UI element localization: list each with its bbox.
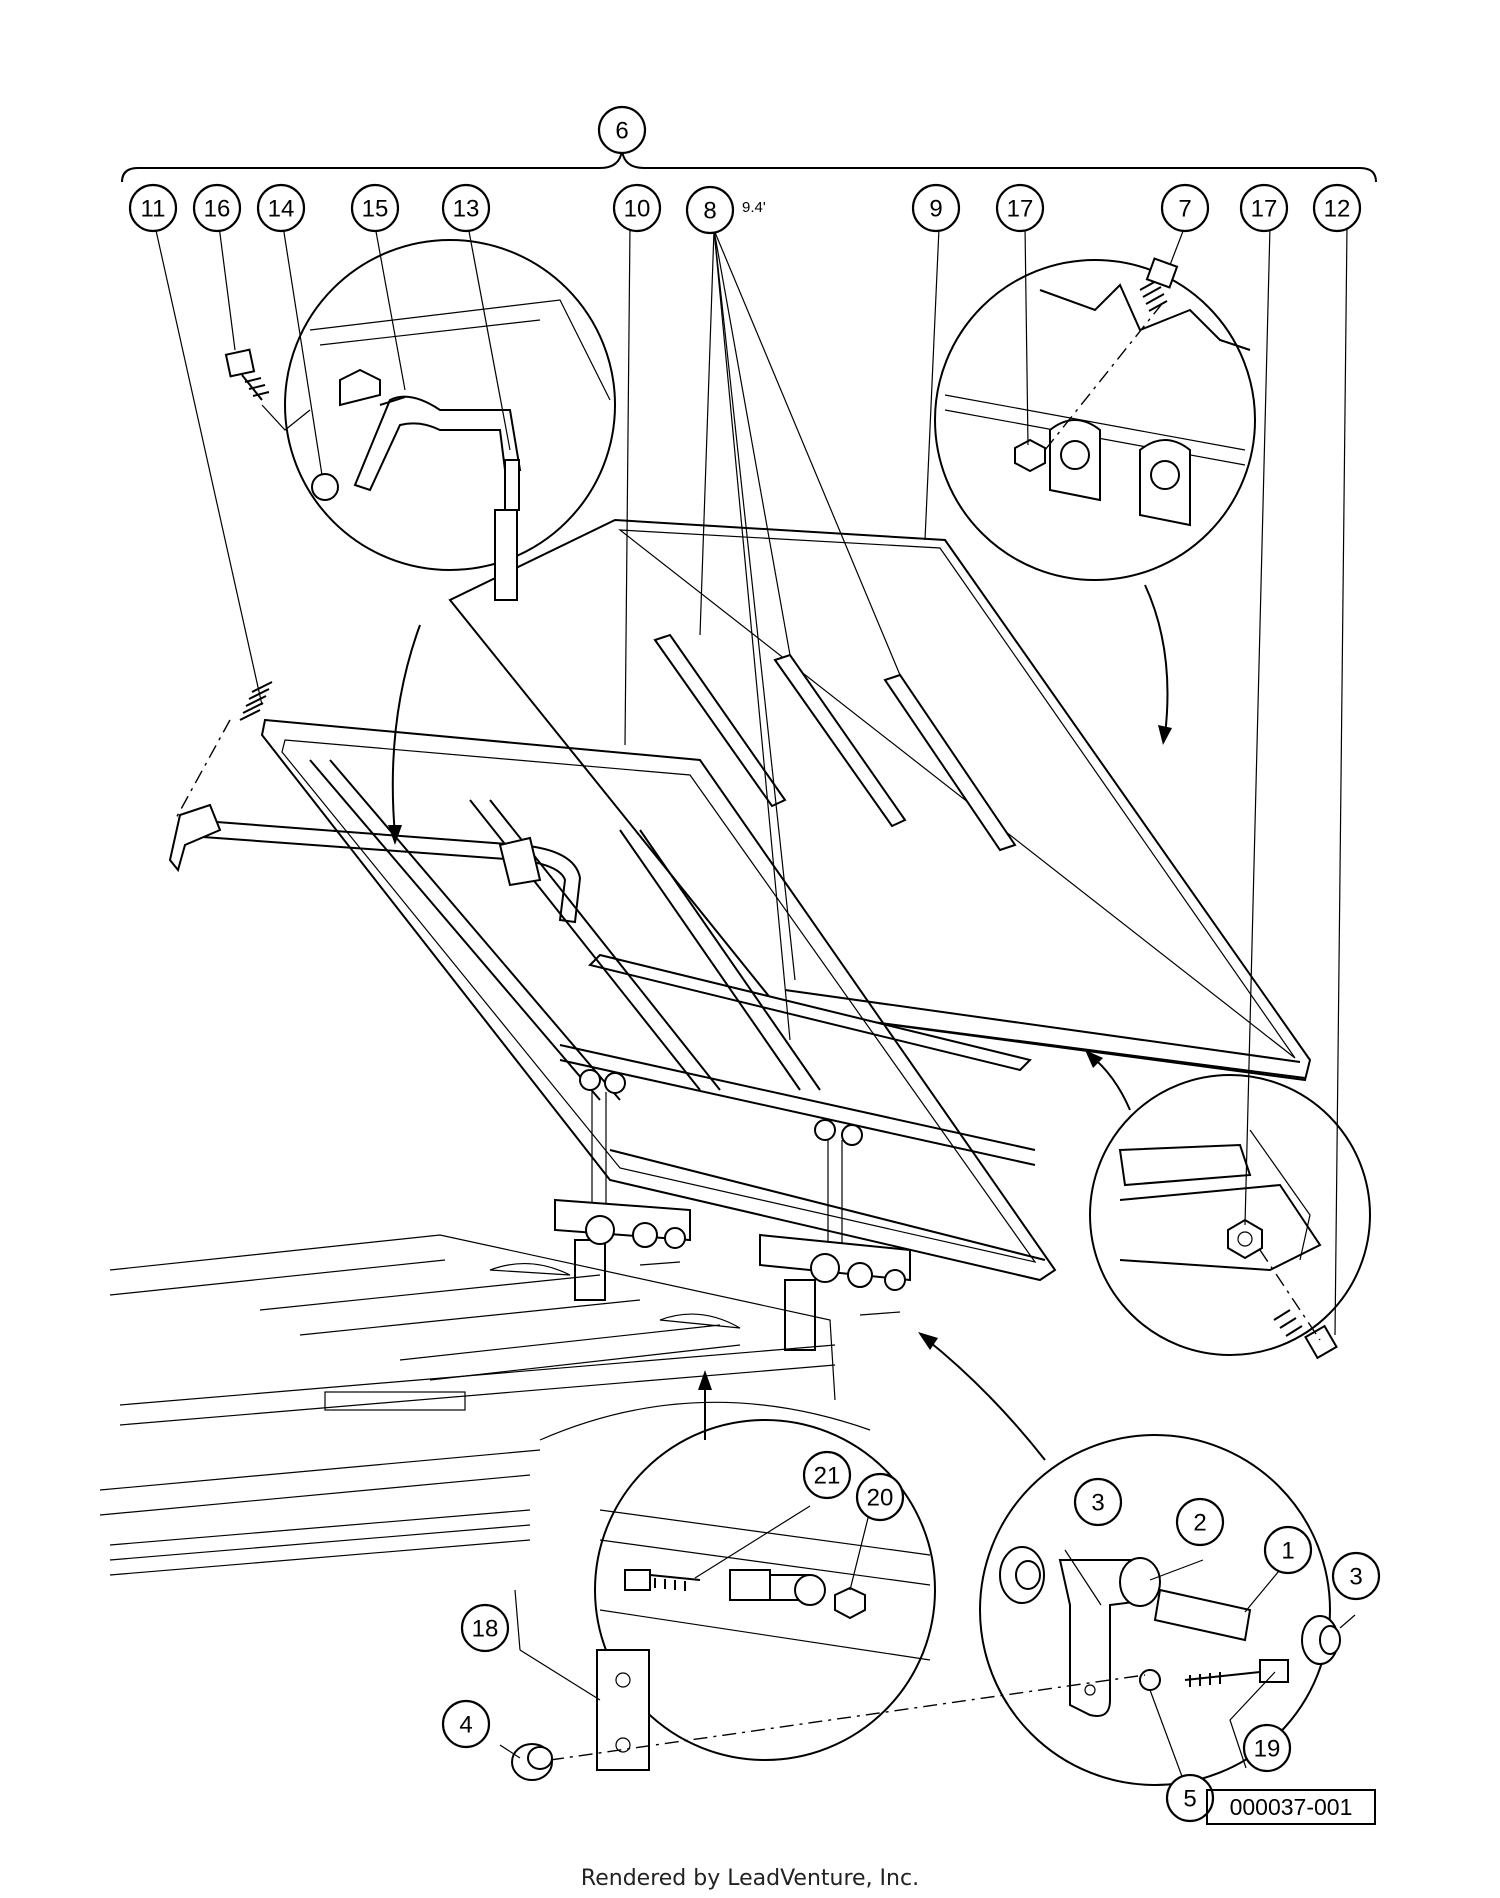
bolt-16 (224, 348, 311, 431)
svg-text:4: 4 (459, 1712, 472, 1739)
callout-17-right: 17 (1239, 183, 1289, 233)
callout-6: 6 (597, 105, 647, 155)
svg-text:21: 21 (814, 1463, 841, 1490)
svg-text:13: 13 (453, 196, 480, 223)
vehicle-bed (99, 1234, 871, 1576)
mounting-plate (549, 1649, 1146, 1771)
callout-3-left: 3 (1073, 1477, 1123, 1527)
callout-8: 8 (685, 185, 735, 235)
callout-4: 4 (441, 1699, 491, 1749)
detail-pivot-bolt (594, 1419, 936, 1761)
callout-19: 19 (1242, 1723, 1292, 1773)
hinge-right (759, 1119, 911, 1351)
svg-text:12: 12 (1324, 196, 1351, 223)
svg-text:20: 20 (867, 1485, 894, 1512)
detail-latch (284, 239, 616, 601)
callout-20: 20 (855, 1472, 905, 1522)
svg-text:17: 17 (1251, 196, 1278, 223)
svg-text:9: 9 (929, 196, 942, 223)
detail-corner-nut (1089, 1074, 1371, 1360)
callout-17-top: 17 (995, 183, 1045, 233)
figure-id: 000037-001 (1206, 1789, 1376, 1825)
detail-arrows (388, 584, 1172, 1461)
callout-18: 18 (460, 1603, 510, 1653)
leader-lines (154, 225, 1356, 1799)
callout-1: 1 (1263, 1525, 1313, 1575)
svg-text:19: 19 (1254, 1736, 1281, 1763)
callout-13: 13 (441, 183, 491, 233)
detail-hinge-exploded (979, 1434, 1341, 1786)
svg-text:2: 2 (1193, 1510, 1206, 1537)
callout-3-right: 3 (1331, 1551, 1381, 1601)
callout-9: 9 (911, 183, 961, 233)
callout-5: 5 (1165, 1773, 1215, 1823)
latch-rod (168, 719, 582, 924)
callout-11: 11 (128, 183, 178, 233)
scale-note: 9.4' (742, 199, 766, 216)
svg-text:16: 16 (204, 196, 231, 223)
svg-text:17: 17 (1007, 196, 1034, 223)
svg-text:15: 15 (362, 196, 389, 223)
spring (239, 681, 273, 721)
callout-10: 10 (612, 183, 662, 233)
svg-text:3: 3 (1091, 1490, 1104, 1517)
assembly-bracket (121, 149, 1377, 183)
stiffener-strips (588, 633, 1032, 1072)
callout-21: 21 (802, 1450, 852, 1500)
svg-text:7: 7 (1178, 196, 1191, 223)
svg-text:14: 14 (268, 196, 295, 223)
callout-14: 14 (256, 183, 306, 233)
svg-text:5: 5 (1183, 1786, 1196, 1813)
detail-hinge-bolt (934, 257, 1256, 581)
svg-text:8: 8 (703, 198, 716, 225)
callout-15: 15 (350, 183, 400, 233)
footer-credit: Rendered by LeadVenture, Inc. (580, 1866, 920, 1891)
callout-7: 7 (1160, 183, 1210, 233)
svg-text:18: 18 (472, 1616, 499, 1643)
callout-16: 16 (192, 183, 242, 233)
callout-12: 12 (1312, 183, 1362, 233)
svg-text:6: 6 (615, 118, 628, 145)
svg-text:3: 3 (1349, 1564, 1362, 1591)
hinge-left (554, 1069, 691, 1301)
svg-text:1: 1 (1281, 1538, 1294, 1565)
callout-2: 2 (1175, 1497, 1225, 1547)
svg-text:10: 10 (624, 196, 651, 223)
svg-text:11: 11 (141, 196, 166, 223)
flange-nut (511, 1743, 553, 1781)
